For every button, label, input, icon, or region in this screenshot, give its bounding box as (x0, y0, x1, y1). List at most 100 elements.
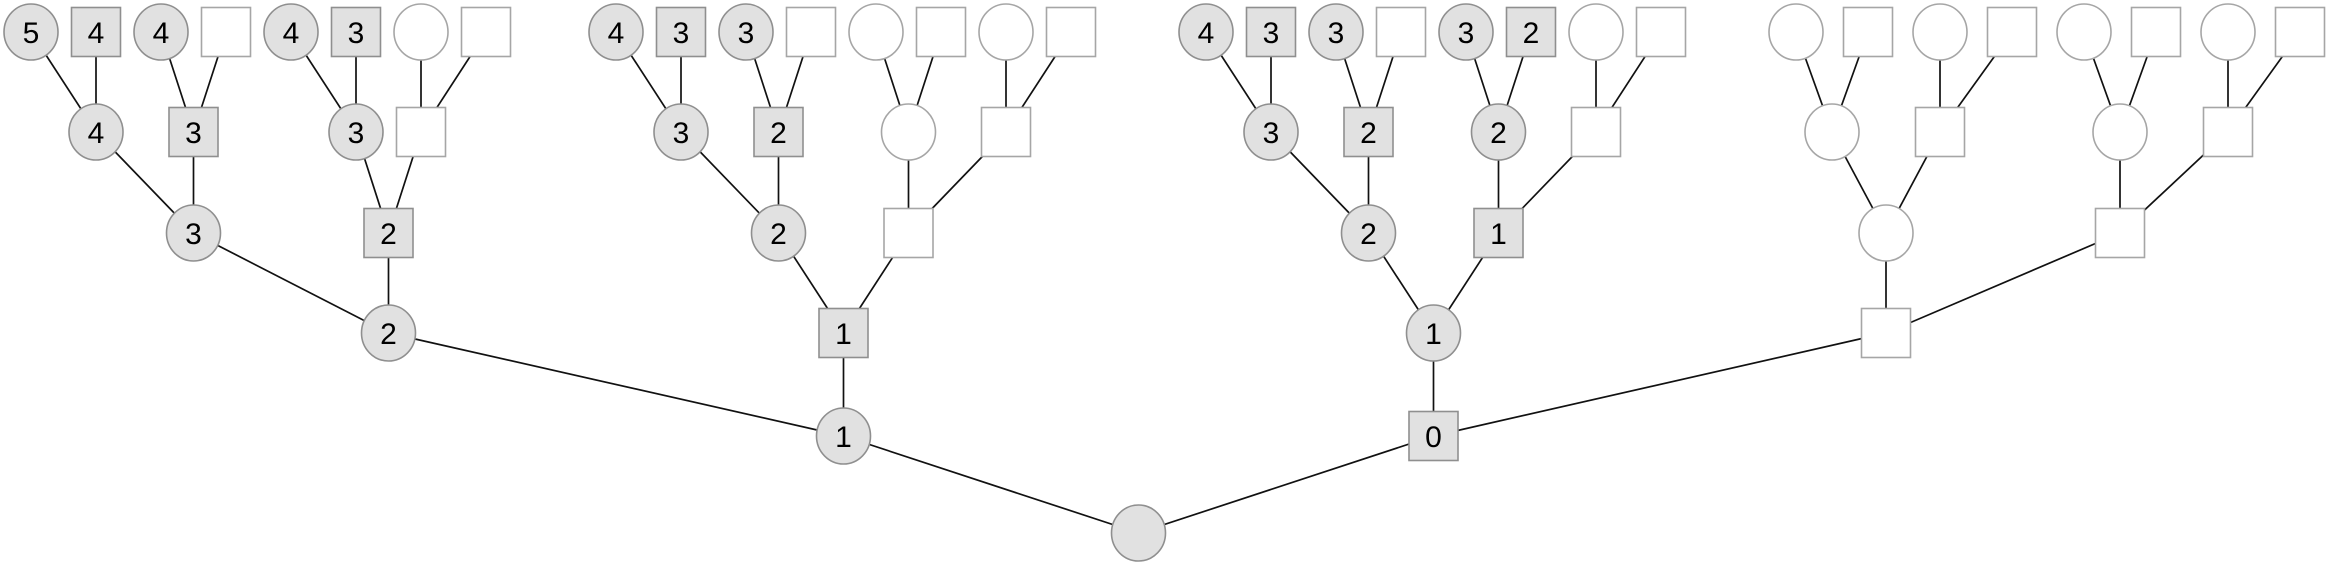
tree-node-A4 (395, 106, 447, 158)
tree-node-L20 (1375, 6, 1427, 58)
tree-node-L32 (2274, 6, 2326, 58)
tree-node-L29 (2056, 3, 2112, 61)
square-node-shape-L4 (200, 6, 252, 58)
square-node-shape-A4 (395, 106, 447, 158)
tree-node-B8 (2094, 207, 2146, 259)
tree-node-A11: 2 (1470, 103, 1527, 161)
tree-node-L3: 4 (133, 3, 189, 61)
tree-node-B5: 2 (1340, 204, 1397, 262)
tree-node-A15 (2092, 103, 2148, 161)
tree-node-L10: 3 (655, 6, 707, 58)
circle-node-shape-L15 (978, 3, 1034, 61)
tree-node-L12 (785, 6, 837, 58)
circle-node-shape-A13 (1804, 103, 1860, 161)
node-label-L10: 3 (673, 17, 690, 50)
circle-node-shape-A11 (1470, 103, 1527, 161)
tree-node-L14 (915, 6, 967, 58)
node-label-L3: 4 (153, 17, 170, 50)
circle-node-shape-D1 (815, 407, 872, 465)
square-node-shape-B6 (1473, 207, 1524, 259)
tree-node-C3: 1 (1405, 304, 1462, 362)
tree-node-C1: 2 (360, 304, 417, 362)
node-label-A9: 3 (1263, 117, 1280, 150)
tree-node-L16 (1045, 6, 1097, 58)
tree-edge-D2-R (1138, 435, 1434, 534)
circle-node-shape-L7 (393, 3, 449, 61)
node-label-C2: 1 (835, 318, 852, 351)
square-node-shape-L24 (1635, 6, 1687, 58)
circle-node-shape-C3 (1405, 304, 1462, 362)
node-label-L19: 3 (1328, 17, 1345, 50)
circle-node-shape-L21 (1438, 3, 1494, 61)
node-label-L2: 4 (88, 17, 105, 50)
square-node-shape-L6 (330, 6, 382, 58)
node-label-L1: 5 (23, 17, 40, 50)
tree-node-L18: 3 (1245, 6, 1297, 58)
tree-node-C4 (1860, 307, 1912, 359)
node-label-B3: 2 (770, 218, 787, 251)
circle-node-shape-L3 (133, 3, 189, 61)
square-node-shape-A6 (753, 106, 804, 158)
circle-node-shape-L1 (3, 3, 59, 61)
circle-node-shape-L17 (1178, 3, 1234, 61)
tree-node-L8 (460, 6, 512, 58)
tree-node-B7 (1858, 204, 1914, 262)
tree-node-A12 (1570, 106, 1622, 158)
square-node-shape-L8 (460, 6, 512, 58)
circle-node-shape-L29 (2056, 3, 2112, 61)
square-node-shape-L12 (785, 6, 837, 58)
tree-edge-C1-D1 (388, 332, 844, 437)
tree-node-A3: 3 (328, 103, 384, 161)
tree-node-D1: 1 (815, 407, 872, 465)
circle-node-shape-A1 (68, 103, 124, 161)
tree-node-B4 (883, 207, 934, 259)
square-node-shape-A14 (1914, 106, 1966, 158)
tree-node-L22: 2 (1505, 6, 1557, 58)
tree-node-L4 (200, 6, 252, 58)
square-node-shape-L20 (1375, 6, 1427, 58)
circle-node-shape-B1 (165, 204, 222, 262)
node-label-C3: 1 (1425, 318, 1442, 351)
circle-node-shape-B7 (1858, 204, 1914, 262)
circle-node-shape-A3 (328, 103, 384, 161)
circle-node-shape-R (1110, 504, 1167, 562)
tree-node-L17: 4 (1178, 3, 1234, 61)
square-node-shape-C4 (1860, 307, 1912, 359)
square-node-shape-D2 (1408, 410, 1459, 462)
tree-node-L30 (2130, 6, 2182, 58)
circle-node-shape-B5 (1340, 204, 1397, 262)
tree-node-C2: 1 (818, 307, 869, 359)
tree-node-B2: 2 (363, 207, 414, 259)
tree-node-L28 (1986, 6, 2038, 58)
square-node-shape-A8 (980, 106, 1032, 158)
tree-node-L23 (1568, 3, 1624, 61)
circle-node-shape-L19 (1308, 3, 1364, 61)
square-node-shape-L18 (1245, 6, 1297, 58)
tree-node-L31 (2200, 3, 2256, 61)
circle-node-shape-L11 (718, 3, 774, 61)
circle-node-shape-B3 (750, 204, 807, 262)
tree-node-A9: 3 (1243, 103, 1299, 161)
square-node-shape-B2 (363, 207, 414, 259)
tree-node-A13 (1804, 103, 1860, 161)
square-node-shape-C2 (818, 307, 869, 359)
tree-node-A7 (880, 103, 937, 161)
circle-node-shape-L25 (1768, 3, 1824, 61)
square-node-shape-L32 (2274, 6, 2326, 58)
tree-node-B1: 3 (165, 204, 222, 262)
square-node-shape-L26 (1842, 6, 1894, 58)
square-node-shape-L14 (915, 6, 967, 58)
tree-node-L27 (1912, 3, 1968, 61)
circle-node-shape-L27 (1912, 3, 1968, 61)
circle-node-shape-L13 (848, 3, 904, 61)
circle-node-shape-L9 (588, 3, 644, 61)
tree-node-B6: 1 (1473, 207, 1524, 259)
tree-node-L26 (1842, 6, 1894, 58)
tree-node-L2: 4 (70, 6, 122, 58)
square-node-shape-A16 (2202, 106, 2254, 158)
tree-node-A6: 2 (753, 106, 804, 158)
tree-node-A5: 3 (653, 103, 709, 161)
node-label-A10: 2 (1360, 117, 1377, 150)
